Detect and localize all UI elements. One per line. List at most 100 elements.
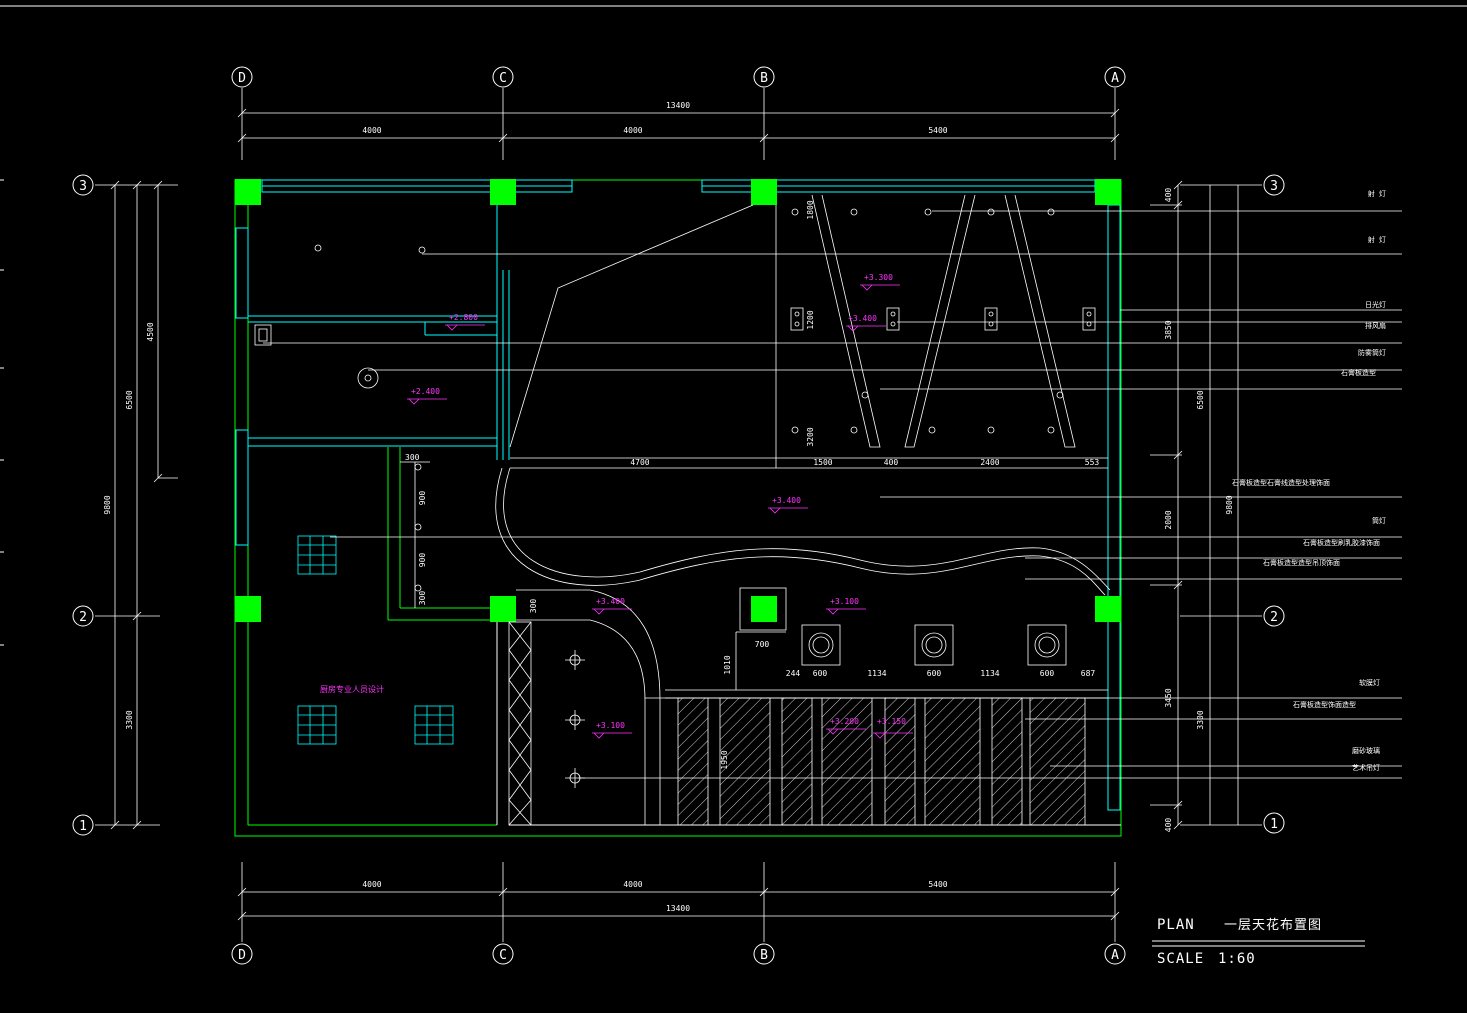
legend-14: 艺术吊灯 (1352, 763, 1380, 772)
lower-dim-2: 600 (813, 669, 828, 678)
inner-dim-5: 553 (1085, 458, 1100, 467)
right-dim-5: 400 (1164, 818, 1173, 833)
legend-3: 日光灯 (1365, 300, 1386, 309)
legend-9: 石膏板造型刷乳胶漆饰面 (1303, 538, 1380, 547)
columns (235, 179, 1121, 622)
misc-dim-1: 700 (755, 640, 770, 649)
axis-label-d-top: D (238, 71, 246, 86)
axis-label-1-right: 1 (1270, 817, 1278, 832)
left-dimensions (110, 180, 178, 830)
plan-title-en: PLAN (1157, 917, 1195, 933)
axis-bubbles (72, 66, 1285, 965)
inner-dim-3: 400 (884, 458, 899, 467)
elevation-4: +2.400 (411, 387, 440, 396)
scale-value: 1:60 (1218, 951, 1256, 967)
misc-dim-3: 1950 (720, 750, 729, 769)
top-dimensions (237, 108, 1120, 143)
elevation-9: +3.200 (830, 717, 859, 726)
elevation-2: +3.400 (848, 314, 877, 323)
top-dim-3: 5400 (928, 126, 947, 135)
misc-dim-5: 300 (529, 599, 538, 614)
axis-label-3-right: 3 (1270, 179, 1278, 194)
bottom-dim-1: 4000 (362, 880, 381, 889)
legend-4: 排风扇 (1365, 321, 1386, 330)
lower-dim-1: 244 (786, 669, 801, 678)
right-dim-2: 3850 (1164, 320, 1173, 339)
scale-label: SCALE (1157, 951, 1204, 967)
legend-2: 射 灯 (1368, 235, 1386, 244)
left-mid-upper-dim: 6500 (125, 390, 134, 409)
legend-6: 石膏板造型 (1341, 368, 1376, 377)
axis-label-3-left: 3 (79, 179, 87, 194)
top-dim-1: 4000 (362, 126, 381, 135)
elevation-8: +3.100 (596, 721, 625, 730)
light-fixtures (254, 208, 1096, 788)
left-outer-dim: 9800 (103, 495, 112, 514)
elevation-1: +3.300 (864, 273, 893, 282)
hatched-panels (677, 697, 1086, 826)
inner-dim-1: 4700 (630, 458, 649, 467)
elevation-7: +3.100 (830, 597, 859, 606)
inner-small-dim-2: 900 (418, 491, 427, 506)
elevation-3: +2.800 (449, 313, 478, 322)
elevation-markers (407, 284, 913, 739)
elevation-6: +3.400 (596, 597, 625, 606)
plan-title-cn: 一层天花布置图 (1224, 917, 1322, 933)
inner-small-dim-3: 900 (418, 553, 427, 568)
misc-dim-6: 3200 (806, 427, 815, 446)
bottom-dim-2: 4000 (623, 880, 642, 889)
inner-dim-4: 2400 (980, 458, 999, 467)
ceiling-features (400, 194, 1111, 826)
left-inner-dim: 4500 (146, 322, 155, 341)
lower-dim-4: 600 (927, 669, 942, 678)
lower-dim-5: 1134 (980, 669, 999, 678)
vent-grilles (297, 535, 454, 745)
legend-10: 石膏板造型造型吊顶饰面 (1263, 558, 1340, 567)
top-total-dim: 13400 (666, 101, 690, 110)
right-dimensions (1150, 180, 1239, 830)
inner-small-dim-1: 300 (405, 453, 420, 462)
legend-5: 防雾筒灯 (1358, 348, 1386, 357)
lower-dim-7: 687 (1081, 669, 1096, 678)
axis-label-d-bottom: D (238, 948, 246, 963)
inner-small-dim-5: 1200 (806, 310, 815, 329)
right-dim-1: 400 (1164, 188, 1173, 203)
elevation-5: +3.400 (772, 496, 801, 505)
axis-label-b-bottom: B (760, 948, 768, 963)
bottom-total-dim: 13400 (666, 904, 690, 913)
grid-lines (95, 88, 1262, 942)
misc-dim-2: 1010 (723, 655, 732, 674)
right-mid-dim-1: 6500 (1196, 390, 1205, 409)
legend-8: 筒灯 (1372, 516, 1386, 525)
legend-11: 软膜灯 (1359, 678, 1380, 687)
axis-label-2-left: 2 (79, 610, 87, 625)
bottom-dimensions (237, 887, 1120, 921)
inner-small-dim-4: 300 (418, 591, 427, 606)
axis-label-c-top: C (499, 71, 507, 86)
right-outer-dim: 9800 (1225, 495, 1234, 514)
lower-dim-6: 600 (1040, 669, 1055, 678)
axis-label-a-bottom: A (1111, 948, 1119, 963)
inner-dim-2: 1500 (813, 458, 832, 467)
misc-dim-4: 1800 (806, 200, 815, 219)
axis-label-2-right: 2 (1270, 610, 1278, 625)
legend-1: 射 灯 (1368, 189, 1386, 198)
viewport-edge (0, 5, 1467, 646)
top-dim-2: 4000 (623, 126, 642, 135)
legend-7: 石膏板造型石膏线造型处理饰面 (1232, 478, 1330, 487)
room-label: 厨房专业人员设计 (320, 684, 384, 694)
axis-label-b-top: B (760, 71, 768, 86)
axis-label-a-top: A (1111, 71, 1119, 86)
right-mid-dim-2: 3300 (1196, 710, 1205, 729)
axis-label-1-left: 1 (79, 819, 87, 834)
lower-dim-3: 1134 (867, 669, 886, 678)
right-dim-3: 2000 (1164, 510, 1173, 529)
elevation-10: +3.150 (877, 717, 906, 726)
bottom-dim-3: 5400 (928, 880, 947, 889)
legend-12: 石膏板造型饰面造型 (1293, 700, 1356, 709)
left-mid-lower-dim: 3300 (125, 710, 134, 729)
axis-label-c-bottom: C (499, 948, 507, 963)
legend-13: 磨砂玻璃 (1352, 746, 1380, 755)
leader-lines (263, 210, 1402, 779)
